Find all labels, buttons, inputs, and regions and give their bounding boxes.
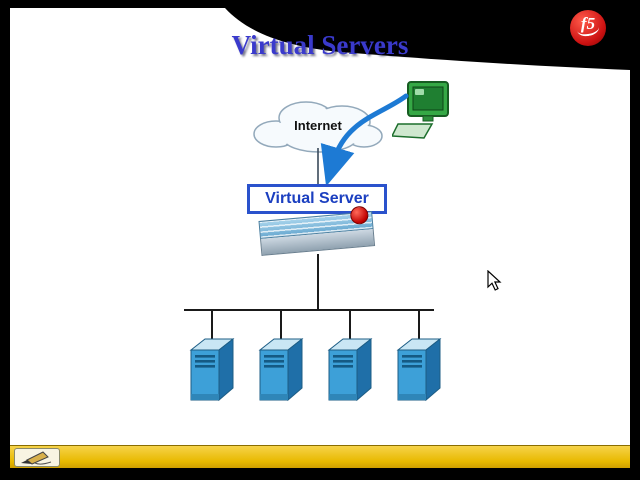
header-swoosh (225, 8, 630, 70)
monitor-stand (422, 115, 434, 122)
pen-tool-icon[interactable] (14, 448, 60, 467)
annotation-toolbar (10, 445, 630, 468)
server-tower-icon (327, 337, 373, 402)
mouse-cursor (487, 270, 502, 291)
slide-title: Virtual Servers (231, 30, 409, 60)
workstation-icon (392, 81, 449, 139)
server-tower-icon (396, 337, 442, 402)
f5-logo-text: f5 (580, 14, 596, 33)
keyboard-shape (392, 123, 434, 139)
slide-canvas: Virtual Servers f5 Internet (10, 8, 630, 445)
server-tower-icon (258, 337, 304, 402)
internet-cloud-icon (253, 101, 383, 153)
f5-logo-icon: f5 (570, 10, 606, 46)
bigip-appliance-icon (258, 205, 376, 261)
server-tower-icon (189, 337, 235, 402)
